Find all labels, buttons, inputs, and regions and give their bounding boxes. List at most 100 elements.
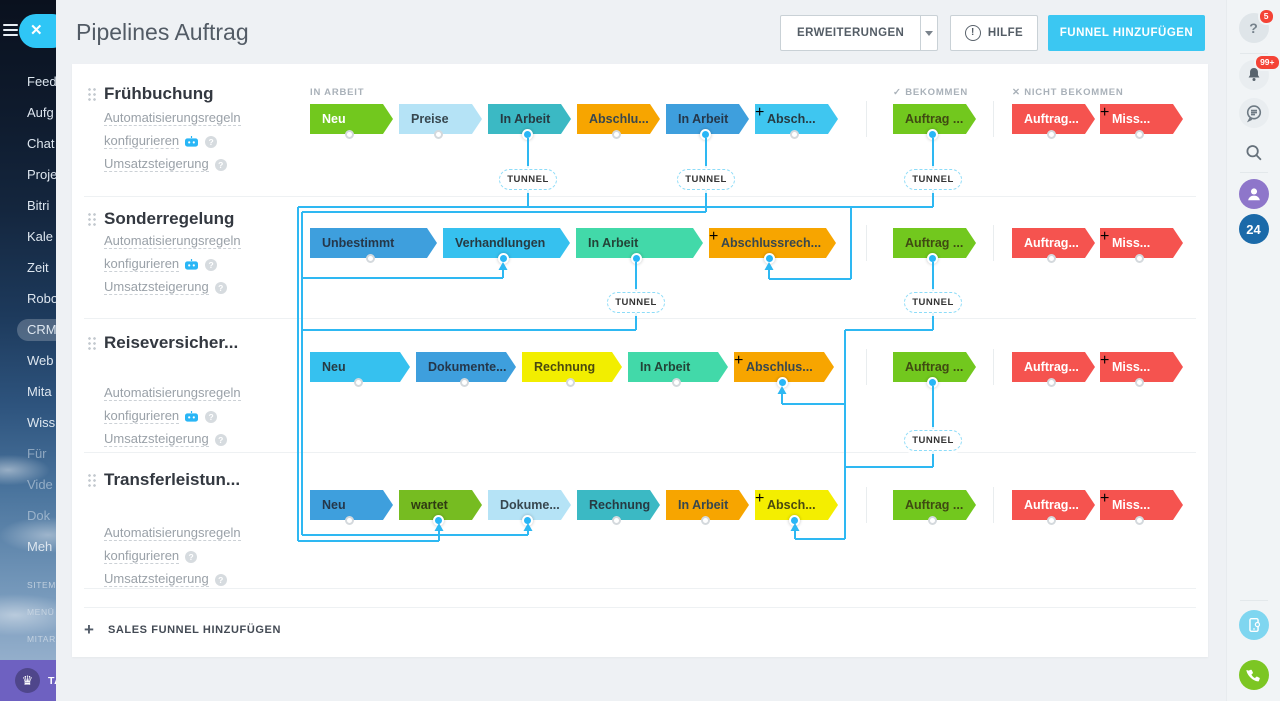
help-hint-icon[interactable]: ? <box>214 433 227 446</box>
contact-avatar-button[interactable] <box>1238 179 1269 209</box>
work-stage-dot[interactable] <box>434 130 443 139</box>
help-hint-icon[interactable]: ? <box>214 281 227 294</box>
fail-stage-dot[interactable] <box>1047 516 1056 525</box>
help-hint-icon[interactable]: ? <box>214 158 227 171</box>
fail-add-stage-button[interactable]: + <box>1100 104 1183 134</box>
fail-stage[interactable]: Miss... <box>1100 352 1183 382</box>
work-stage-dot[interactable] <box>433 515 444 526</box>
work-stage[interactable]: In Arbeit <box>628 352 728 382</box>
fail-stage[interactable]: Miss... <box>1100 228 1183 258</box>
upsell-link-text[interactable]: Umsatzsteigerung <box>104 571 209 587</box>
fail-stage-dot[interactable] <box>1047 378 1056 387</box>
automation-link-text[interactable]: Automatisierungsregeln <box>104 110 241 126</box>
pipeline-drag-handle[interactable] <box>87 336 96 351</box>
sidebar-item-crm[interactable]: CRM <box>0 314 56 345</box>
sidebar-item-mita[interactable]: Mita <box>27 384 52 399</box>
plus-icon[interactable]: + <box>755 490 765 507</box>
pipeline-drag-handle[interactable] <box>87 473 96 488</box>
fail-stage[interactable]: Auftrag... <box>1012 104 1095 134</box>
work-stage[interactable]: Abschlu... <box>577 104 660 134</box>
plus-icon[interactable]: + <box>1100 104 1110 121</box>
success-stage[interactable]: Auftrag ... <box>893 490 976 520</box>
sidebar-item-web[interactable]: Web <box>27 353 54 368</box>
tunnel-pill[interactable]: TUNNEL <box>499 169 557 190</box>
work-stage[interactable]: Rechnung <box>522 352 622 382</box>
notifications-button[interactable]: 99+ <box>1238 54 1280 90</box>
add-funnel-button[interactable]: FUNNEL HINZUFÜGEN <box>1048 15 1205 51</box>
automation-rules-link[interactable]: Automatisierungsregeln <box>104 110 241 126</box>
tunnel-pill[interactable]: TUNNEL <box>904 292 962 313</box>
work-add-stage-button[interactable]: + <box>755 490 838 520</box>
fail-stage-dot[interactable] <box>1135 516 1144 525</box>
plus-icon[interactable]: + <box>1100 352 1110 369</box>
work-stage-dot[interactable] <box>345 516 354 525</box>
work-stage-dot[interactable] <box>700 129 711 140</box>
work-add-stage-button[interactable]: + <box>709 228 836 258</box>
help-widget-button[interactable]: ? 5 <box>1238 8 1275 43</box>
search-button[interactable] <box>1239 138 1269 168</box>
work-stage-dot[interactable] <box>522 129 533 140</box>
work-stage-dot[interactable] <box>522 515 533 526</box>
sidebar-item-proje[interactable]: Proje <box>27 167 56 182</box>
fail-stage-dot[interactable] <box>1047 130 1056 139</box>
automation-link-text[interactable]: Automatisierungsregeln <box>104 525 241 541</box>
sidebar-item-chat[interactable]: Chat <box>27 136 55 151</box>
configure-link[interactable]: konfigurieren? <box>104 408 218 424</box>
work-stage-dot[interactable] <box>612 516 621 525</box>
tunnel-pill[interactable]: TUNNEL <box>607 292 665 313</box>
fail-stage[interactable]: Auftrag... <box>1012 490 1095 520</box>
work-stage-dot[interactable] <box>366 254 375 263</box>
fail-stage-dot[interactable] <box>1135 378 1144 387</box>
sidebar-item-fr[interactable]: Für <box>27 446 47 461</box>
upsell-link[interactable]: Umsatzsteigerung? <box>104 431 227 447</box>
fail-stage[interactable]: Auftrag... <box>1012 352 1095 382</box>
extensions-button[interactable]: ERWEITERUNGEN <box>780 15 938 51</box>
close-menu-button[interactable]: ✕ <box>19 14 56 48</box>
tunnel-pill[interactable]: TUNNEL <box>904 169 962 190</box>
sidebar-tariff-bar[interactable]: ♛ TA <box>0 660 56 701</box>
work-stage-dot[interactable] <box>345 130 354 139</box>
work-stage[interactable]: Rechnung <box>577 490 660 520</box>
work-stage[interactable]: Absch... <box>755 104 838 134</box>
sidebar-item-wiss[interactable]: Wiss <box>27 415 56 430</box>
work-stage[interactable]: Neu <box>310 104 393 134</box>
fail-add-stage-button[interactable]: + <box>1100 352 1183 382</box>
configure-link[interactable]: konfigurieren? <box>104 133 218 149</box>
telephony-button[interactable] <box>1238 660 1269 690</box>
work-stage[interactable]: In Arbeit <box>666 490 749 520</box>
sidebar-item-meh[interactable]: Meh <box>27 539 53 554</box>
configure-link-text[interactable]: konfigurieren <box>104 133 180 149</box>
help-hint-icon[interactable]: ? <box>205 410 218 423</box>
help-hint-icon[interactable]: ? <box>205 135 218 148</box>
counter-badge[interactable]: 24 <box>1238 214 1269 244</box>
success-stage-dot[interactable] <box>927 377 938 388</box>
success-stage[interactable]: Auftrag ... <box>893 352 976 382</box>
work-stage-dot[interactable] <box>612 130 621 139</box>
sidebar-small-item-men[interactable]: MENÜ <box>27 607 55 617</box>
fail-stage[interactable]: Auftrag... <box>1012 228 1095 258</box>
sidebar-item-zeit[interactable]: Zeit <box>27 260 49 275</box>
tunnel-pill[interactable]: TUNNEL <box>904 430 962 451</box>
sidebar-item-feed[interactable]: Feed <box>27 74 56 89</box>
automation-rules-link[interactable]: Automatisierungsregeln <box>104 525 241 541</box>
work-add-stage-button[interactable]: + <box>734 352 834 382</box>
configure-link[interactable]: konfigurieren? <box>104 548 198 564</box>
add-sales-funnel-button[interactable]: +SALES FUNNEL HINZUFÜGEN <box>84 620 281 640</box>
work-stage-dot[interactable] <box>566 378 575 387</box>
success-stage-dot[interactable] <box>927 129 938 140</box>
configure-link-text[interactable]: konfigurieren <box>104 408 180 424</box>
work-stage-dot[interactable] <box>631 253 642 264</box>
work-stage-dot[interactable] <box>790 130 799 139</box>
help-button[interactable]: ! HILFE <box>950 15 1038 51</box>
work-stage-dot[interactable] <box>672 378 681 387</box>
work-stage-dot[interactable] <box>777 377 788 388</box>
automation-rules-link[interactable]: Automatisierungsregeln <box>104 385 241 401</box>
sidebar-item-bitri[interactable]: Bitri <box>27 198 50 213</box>
sidebar-item-robo[interactable]: Robo <box>27 291 56 306</box>
plus-icon[interactable]: + <box>1100 228 1110 245</box>
automation-link-text[interactable]: Automatisierungsregeln <box>104 233 241 249</box>
sidebar-item-vide[interactable]: Vide <box>27 477 53 492</box>
fail-stage-dot[interactable] <box>1135 130 1144 139</box>
work-add-stage-button[interactable]: + <box>755 104 838 134</box>
work-stage[interactable]: Neu <box>310 490 393 520</box>
